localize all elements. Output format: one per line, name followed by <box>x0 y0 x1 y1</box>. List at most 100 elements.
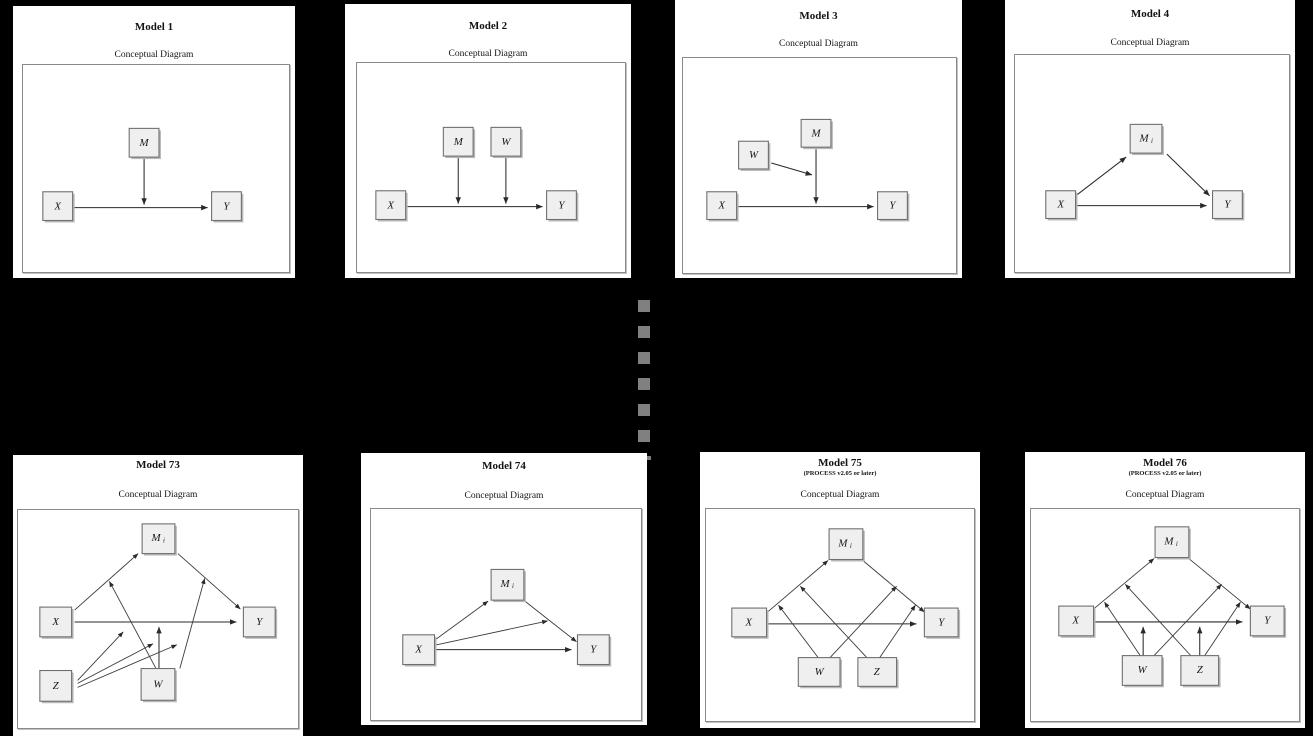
edge-mi-y <box>524 600 577 643</box>
node-X: X <box>1058 605 1096 638</box>
svg-text:Y: Y <box>1224 199 1232 211</box>
node-Mi: M i <box>1129 123 1164 156</box>
node-M: M <box>442 126 476 159</box>
edge-x-mi <box>1093 558 1155 610</box>
edge-z-mi-y <box>77 644 178 688</box>
edge-w-m <box>771 162 813 176</box>
svg-text:X: X <box>744 616 752 628</box>
diagram-frame: X M i Y <box>370 508 642 721</box>
edge-z-mi-y <box>879 604 916 658</box>
panel-caption: Conceptual Diagram <box>114 50 194 60</box>
edge-mi-y <box>177 553 241 610</box>
svg-text:M: M <box>810 127 821 139</box>
panel-caption: Conceptual Diagram <box>1125 490 1205 500</box>
node-Z: Z <box>857 657 899 689</box>
svg-text:i: i <box>1151 137 1153 145</box>
diagram-model-3: X W M Y <box>683 58 956 273</box>
node-X: X <box>731 607 769 639</box>
diagram-frame: X M i Y Z <box>17 509 299 729</box>
diagram-frame: X W M Y <box>682 57 957 274</box>
node-X: X <box>42 191 75 223</box>
node-X: X <box>1045 190 1078 221</box>
node-W: W <box>797 657 842 689</box>
edge-z-x-mi <box>1124 583 1192 656</box>
ellipsis-dot <box>638 352 650 364</box>
panel-caption: Conceptual Diagram <box>1110 38 1190 48</box>
panel-model-75: Model 75 (PROCESS v2.05 or later) Concep… <box>700 452 980 728</box>
panel-model-2: Model 2 Conceptual Diagram X <box>345 4 631 278</box>
edge-w-mi-y <box>829 585 897 658</box>
node-Y: Y <box>242 606 278 639</box>
node-X: X <box>39 606 74 639</box>
panel-model-74: Model 74 Conceptual Diagram X <box>361 453 647 725</box>
edge-w-mi-y <box>1153 583 1222 656</box>
edge-z-x-mi <box>799 585 868 658</box>
ellipsis-dot <box>638 430 650 442</box>
node-Y: Y <box>211 191 244 223</box>
diagram-model-74: X M i Y <box>371 509 641 720</box>
edge-w-x-mi <box>778 604 819 658</box>
edge-w-x-mi <box>108 581 157 669</box>
diagram-model-73: X M i Y Z <box>18 510 298 728</box>
node-X: X <box>706 191 739 222</box>
diagram-frame: X M i Y W <box>705 508 975 722</box>
node-Z: Z <box>39 669 74 704</box>
node-Mi: M i <box>1154 526 1191 560</box>
node-X: X <box>402 634 437 667</box>
svg-text:M: M <box>499 578 510 590</box>
edge-mi-y <box>1166 153 1210 197</box>
diagram-frame: X M Y <box>22 64 290 273</box>
diagram-model-75: X M i Y W <box>706 509 974 721</box>
panel-title: Model 2 <box>468 20 508 32</box>
node-Mi: M i <box>828 528 865 562</box>
edge-x-mi-y-path <box>432 619 548 647</box>
edge-x-mi <box>1074 156 1127 198</box>
diagram-model-4: X M i Y <box>1015 55 1289 272</box>
edge-x-mi <box>74 553 139 611</box>
svg-text:M: M <box>1139 133 1150 145</box>
svg-text:X: X <box>414 644 422 656</box>
diagram-frame: X M i Y W <box>1030 508 1300 722</box>
edge-z-x-y <box>77 643 154 684</box>
panel-subtitle: (PROCESS v2.05 or later) <box>1128 470 1202 477</box>
svg-text:Y: Y <box>938 616 946 628</box>
node-Y: Y <box>546 190 579 222</box>
vertical-ellipsis-separator <box>638 300 650 442</box>
panel-title: Model 74 <box>482 460 526 472</box>
panel-title: Model 4 <box>1130 8 1170 20</box>
edge-mi-y <box>1188 558 1251 610</box>
panel-model-73: Model 73 Conceptual Diagram <box>13 455 303 736</box>
edge-w-mi-y <box>179 578 206 669</box>
node-Y: Y <box>576 634 612 667</box>
svg-text:W: W <box>815 666 825 678</box>
panel-title: Model 1 <box>134 21 174 33</box>
panel-caption: Conceptual Diagram <box>464 491 544 501</box>
panel-caption: Conceptual Diagram <box>800 490 880 500</box>
svg-text:M: M <box>453 136 464 148</box>
svg-text:i: i <box>163 537 165 545</box>
node-Y: Y <box>923 607 961 639</box>
svg-text:M: M <box>1163 536 1174 548</box>
svg-text:X: X <box>386 200 394 212</box>
svg-text:Y: Y <box>889 200 897 212</box>
svg-text:X: X <box>1056 199 1064 211</box>
svg-text:X: X <box>53 201 61 213</box>
svg-text:i: i <box>850 542 852 550</box>
svg-text:i: i <box>1176 540 1178 548</box>
edge-x-mi <box>432 600 489 643</box>
svg-text:M: M <box>139 137 150 149</box>
panel-caption: Conceptual Diagram <box>448 49 528 59</box>
svg-text:W: W <box>1138 664 1148 676</box>
panel-title: Model 75 <box>818 457 862 469</box>
diagram-model-2: X M W Y <box>357 63 625 272</box>
edge-z-mi-y <box>1204 601 1241 656</box>
ellipsis-dot <box>638 300 650 312</box>
node-Y: Y <box>877 191 910 222</box>
svg-text:Z: Z <box>874 666 881 678</box>
panel-model-76: Model 76 (PROCESS v2.05 or later) Concep… <box>1025 452 1305 728</box>
svg-text:Y: Y <box>558 200 566 212</box>
node-Y: Y <box>1249 605 1287 638</box>
svg-text:Y: Y <box>1264 614 1272 626</box>
diagram-frame: X M W Y <box>356 62 626 273</box>
panel-caption: Conceptual Diagram <box>779 39 858 49</box>
